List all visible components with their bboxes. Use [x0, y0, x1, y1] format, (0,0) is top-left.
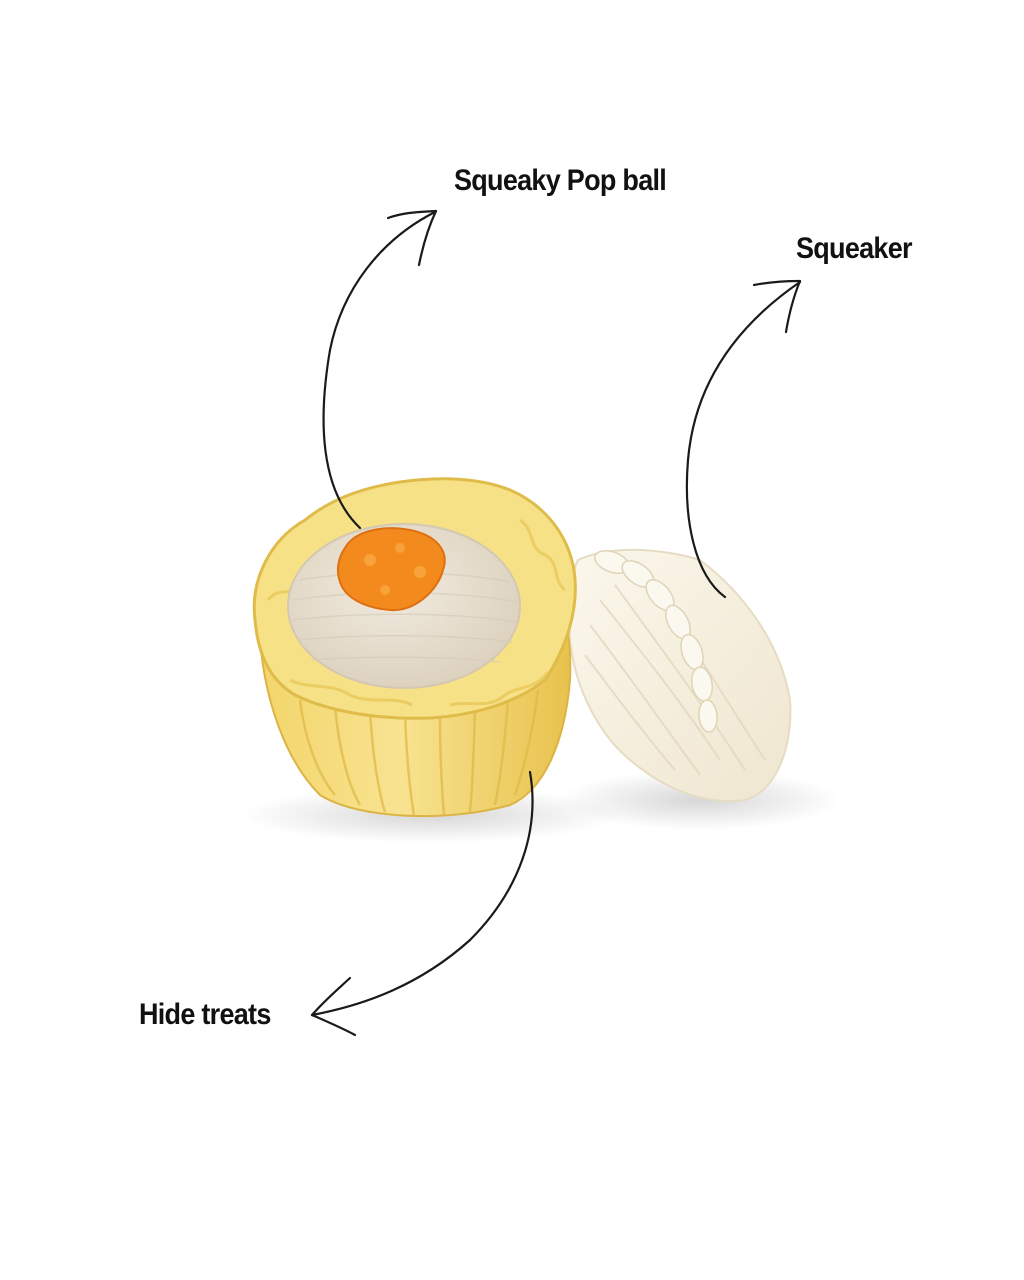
- curved-arrow-icon: [322, 209, 438, 530]
- white-dumpling-toy: [568, 548, 792, 802]
- curved-arrow-icon: [685, 279, 802, 599]
- dumpling-shadow-2: [560, 770, 840, 830]
- callout-label-squeaker: Squeaker: [796, 232, 913, 265]
- yellow-dumpling-toy: [252, 477, 577, 818]
- callout-label-squeaky-pop-ball: Squeaky Pop ball: [454, 164, 667, 197]
- callout-label-hide-treats: Hide treats: [139, 998, 271, 1031]
- curved-arrow-icon: [310, 770, 534, 1037]
